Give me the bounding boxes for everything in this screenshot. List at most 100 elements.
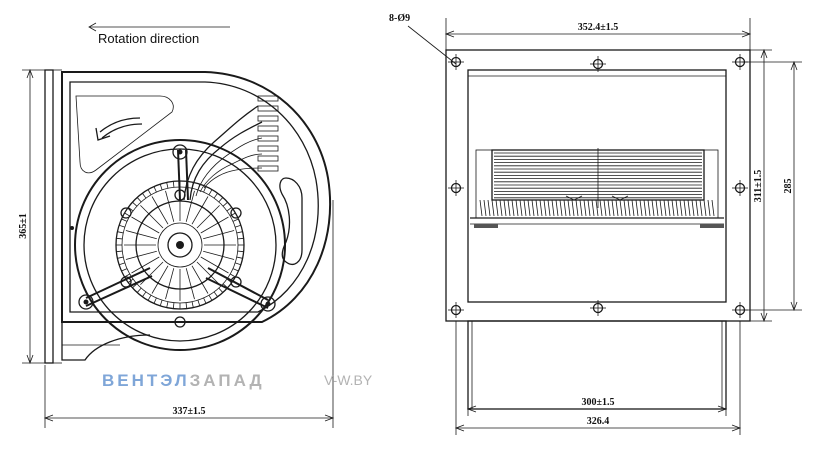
- outlet-width-dim-label: 300±1.5: [582, 397, 615, 408]
- wheel-blade-edge: [185, 302, 188, 309]
- impeller-blade-lower: [631, 199, 635, 217]
- wheel-blade-edge: [203, 297, 207, 304]
- motor-fin: [185, 190, 195, 222]
- impeller-blade-lower: [679, 199, 683, 217]
- motor-fin: [140, 205, 164, 229]
- wheel-blade-edge: [116, 237, 123, 240]
- motor-fin: [196, 205, 220, 229]
- impeller-blade-lower: [623, 199, 627, 217]
- fan-wheel: [74, 139, 286, 351]
- watermark-brand-part2: ЗАПАД: [190, 371, 265, 390]
- watermark-site: V-W.BY: [324, 372, 373, 388]
- height-dim-label: 365±1: [18, 213, 29, 239]
- motor-fin: [203, 250, 235, 260]
- mounting-holes: [448, 54, 748, 318]
- impeller-blade-lower: [543, 199, 547, 217]
- motor-fin: [203, 230, 235, 240]
- impeller-blade-lower: [611, 199, 615, 217]
- watermark: ВЕНТЭЛЗАПАД V-W.BY: [102, 371, 373, 390]
- impeller-blade-lower: [711, 199, 715, 217]
- wire-terminals: [257, 95, 279, 172]
- wheel-blade-edge: [166, 301, 169, 308]
- motor-fin: [125, 250, 157, 260]
- wheel-blade-edge: [237, 250, 244, 253]
- impeller-blade-lower: [695, 199, 699, 217]
- top-width-dim-label: 352.4±1.5: [578, 22, 619, 33]
- wheel-blade-edge: [147, 295, 152, 301]
- impeller-blade-lower: [563, 199, 567, 217]
- impeller-blade-lower: [503, 199, 507, 217]
- impeller-blade-lower: [499, 199, 503, 217]
- impeller-blade-lower: [639, 199, 643, 217]
- motor-mount: [70, 144, 276, 328]
- wheel-blade-edge: [132, 283, 138, 289]
- impeller-blade-lower: [535, 199, 539, 217]
- fan-housing: [44, 69, 332, 364]
- wheel-blade-edge: [222, 201, 228, 207]
- impeller-blade-lower: [559, 199, 563, 217]
- motor-fin: [200, 256, 229, 274]
- impeller-blade-lower: [619, 199, 623, 217]
- impeller-blade-lower: [567, 199, 571, 217]
- impeller-blade-lower: [519, 199, 523, 217]
- wheel-blade-edge: [218, 287, 224, 293]
- motor-fin: [151, 265, 169, 294]
- wheel-blade-edge: [121, 218, 128, 222]
- impeller-blade-lower: [615, 199, 619, 217]
- impeller-blade-lower: [591, 199, 595, 217]
- motor-fin: [131, 256, 160, 274]
- holes-label: 8-Ø9: [389, 13, 410, 24]
- wheel-blade-edge: [208, 189, 213, 195]
- impeller-blade-lower: [579, 199, 583, 217]
- impeller-blade-lower: [691, 199, 695, 217]
- watermark-brand: ВЕНТЭЛЗАПАД: [102, 371, 265, 390]
- wheel-blade-edge: [119, 262, 125, 266]
- impeller-blade-lower: [487, 199, 491, 217]
- motor-fin: [185, 268, 195, 300]
- wheel-blade-edge: [213, 291, 218, 298]
- motor-fin: [131, 216, 160, 234]
- wheel-blade-edge: [197, 300, 201, 306]
- width-dim-label: 337±1.5: [173, 406, 206, 417]
- inner-height-dim-label: 285: [783, 179, 794, 194]
- impeller-blade-lower: [659, 199, 663, 217]
- wheel-blade-edge: [127, 207, 134, 212]
- outer-height-dim-label: 311±1.5: [753, 170, 764, 202]
- wheel-blade-edge: [236, 256, 243, 259]
- impeller-blade-lower: [527, 199, 531, 217]
- motor-fin: [151, 196, 169, 225]
- wheel-blade-edge: [116, 250, 123, 253]
- motor-fin: [165, 190, 175, 222]
- impeller-blade-lower: [671, 199, 675, 217]
- impeller-blade-lower: [551, 199, 555, 217]
- impeller-blade-lower: [627, 199, 631, 217]
- wheel-blade-edge: [159, 300, 163, 306]
- wheel-blade-edge: [191, 301, 194, 308]
- impeller-blade-lower: [491, 199, 495, 217]
- impeller-blade-lower: [643, 199, 647, 217]
- wheel-blade-edge: [142, 192, 147, 199]
- motor-fin: [191, 196, 209, 225]
- wheel-blade-edge: [232, 268, 239, 272]
- height-dimension: [22, 68, 45, 365]
- impeller-blade-lower: [531, 199, 535, 217]
- wheel-blade-edge: [153, 297, 157, 304]
- wheel-blade-edge: [213, 192, 218, 199]
- impeller-blade-lower: [663, 199, 667, 217]
- wheel-blade-edge: [136, 197, 142, 203]
- impeller-blade-lower: [607, 199, 611, 217]
- wheel-blade-edge: [236, 231, 243, 234]
- impeller-blade-lower: [699, 199, 703, 217]
- impeller-blade-lower: [707, 199, 711, 217]
- impeller-blade-lower: [571, 199, 575, 217]
- motor-fins: [116, 181, 244, 309]
- left-view: Rotation direction: [18, 22, 335, 428]
- wheel-blade-edge: [136, 287, 142, 293]
- top-width-dimension: [444, 18, 752, 50]
- outlet-width-dimension: [466, 405, 728, 416]
- wheel-blade-edge: [235, 224, 241, 228]
- impeller-blade-lower: [523, 199, 527, 217]
- impeller-blade-lower: [547, 199, 551, 217]
- wheel-blade-edge: [121, 268, 128, 272]
